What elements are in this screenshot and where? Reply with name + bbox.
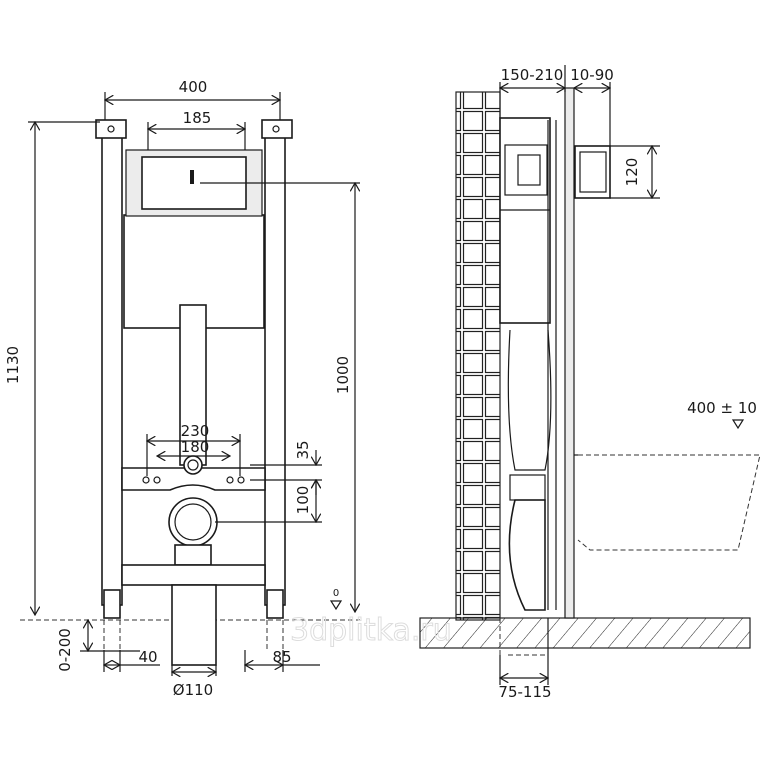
mounting-plate xyxy=(121,467,266,491)
floor-hatch xyxy=(419,617,751,649)
left-post xyxy=(101,124,123,606)
tiled-wall xyxy=(455,91,501,621)
outlet-elbow xyxy=(168,497,218,547)
dim-185: 185 xyxy=(183,109,212,127)
dim-180: 180 xyxy=(181,438,210,456)
level-triangle-icon xyxy=(731,419,745,430)
side-view: 150-210 10-90 120 400 ± 10 75-115 xyxy=(419,65,761,701)
finish-panel xyxy=(564,87,575,619)
dim-150-210: 150-210 xyxy=(501,66,564,84)
right-cap xyxy=(261,119,293,139)
drain-pipe xyxy=(171,584,217,666)
dim-230: 230 xyxy=(181,422,210,440)
inlet-connector xyxy=(574,145,611,199)
dim-85: 85 xyxy=(272,648,291,666)
dim-1000: 1000 xyxy=(334,356,352,394)
cistern-side xyxy=(499,117,551,324)
dim-1130: 1130 xyxy=(4,346,22,384)
dim-40: 40 xyxy=(138,648,157,666)
dim-10-90: 10-90 xyxy=(570,66,614,84)
level-triangle-icon xyxy=(329,600,343,611)
outlet-side xyxy=(508,499,546,611)
dim-400: 400 xyxy=(179,78,208,96)
lower-crossbar xyxy=(121,564,266,586)
dim-75-115: 75-115 xyxy=(498,683,551,701)
floor-zero-label: 0 xyxy=(333,588,339,599)
dim-35: 35 xyxy=(294,440,312,459)
dim-100: 100 xyxy=(294,486,312,515)
left-cap xyxy=(95,119,127,139)
right-post xyxy=(264,124,286,606)
toilet-outline xyxy=(577,454,761,551)
dim-400-pm-10: 400 ± 10 xyxy=(687,399,757,417)
dim-diameter-110: Ø110 xyxy=(173,681,213,699)
dim-120: 120 xyxy=(623,158,641,187)
watermark: 3dplitka.ru xyxy=(290,613,452,648)
dim-0-200: 0-200 xyxy=(56,628,74,672)
front-view: 400 185 1130 1000 230 180 35 100 0 0-200… xyxy=(4,78,360,699)
